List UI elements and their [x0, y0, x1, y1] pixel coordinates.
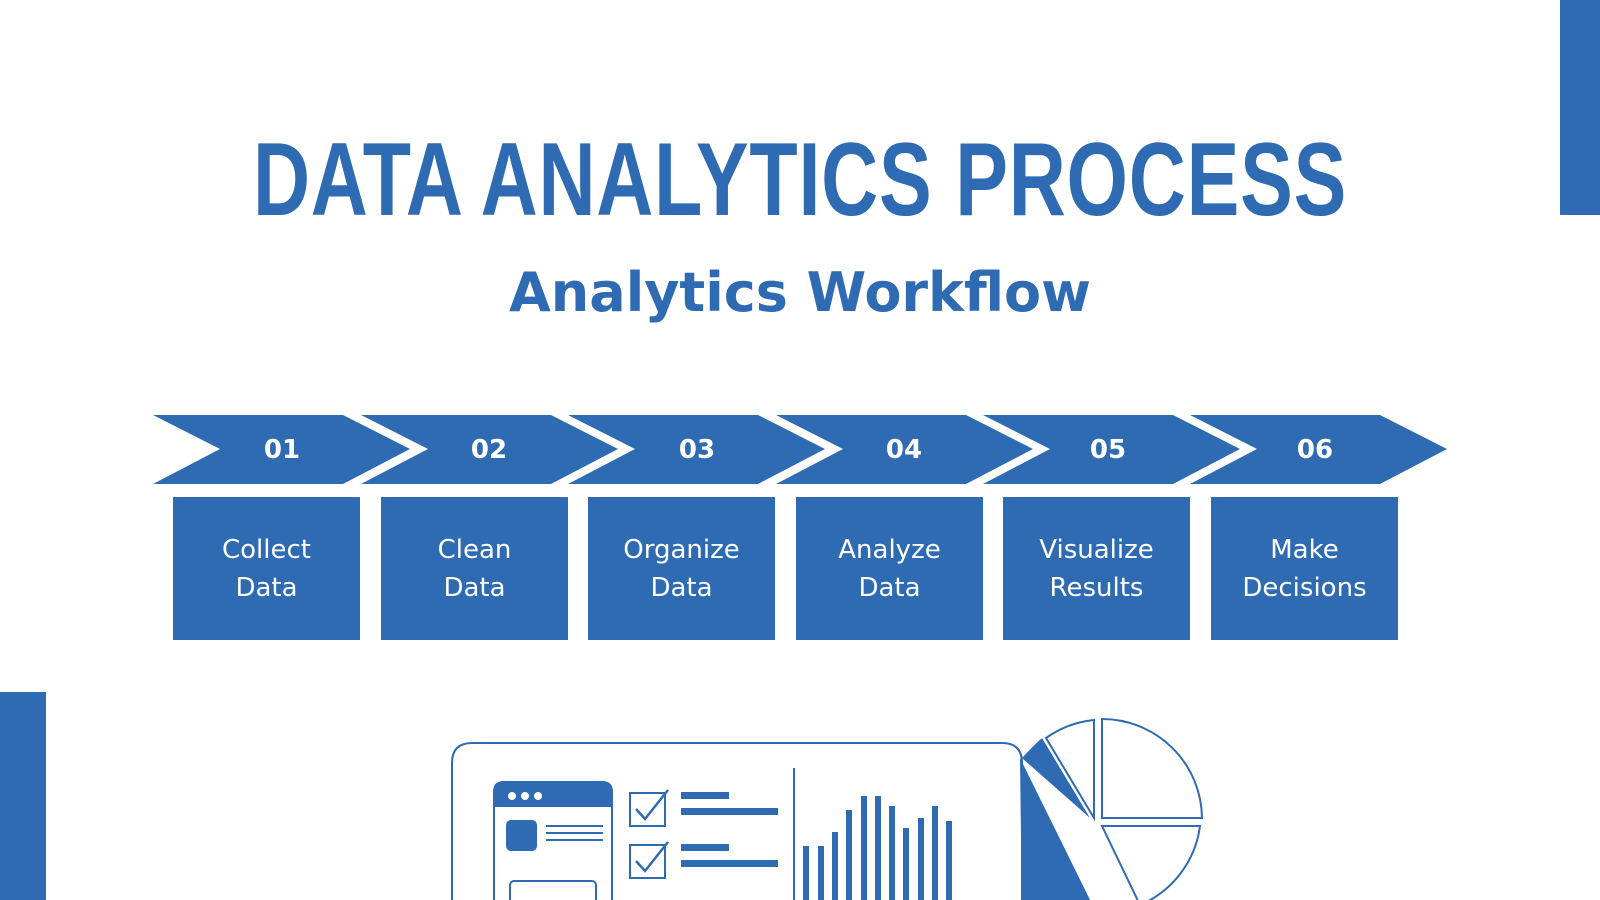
accent-bar-right	[1560, 0, 1600, 215]
bar-chart-icon	[793, 768, 952, 900]
step-box-3: Organize Data	[588, 497, 775, 640]
step-box-1: Collect Data	[173, 497, 360, 640]
step-label-5: Visualize Results	[1039, 534, 1154, 603]
step-arrow-6: 06	[1190, 415, 1447, 484]
step-arrow-3: 03	[568, 415, 825, 484]
step-arrow-4: 04	[776, 415, 1033, 484]
pie-chart-icon	[1020, 717, 1204, 900]
step-number-4: 04	[886, 435, 922, 465]
step-box-2: Clean Data	[381, 497, 568, 640]
step-box-4: Analyze Data	[796, 497, 983, 640]
step-label-6: Make Decisions	[1242, 534, 1367, 603]
step-number-3: 03	[679, 435, 715, 465]
step-label-1: Collect Data	[222, 534, 311, 603]
step-number-5: 05	[1090, 435, 1126, 465]
step-label-3: Organize Data	[623, 534, 740, 603]
step-arrow-1: 01	[153, 415, 410, 484]
step-arrow-2: 02	[361, 415, 618, 484]
step-box-5: Visualize Results	[1003, 497, 1190, 640]
checklist-icon	[629, 789, 778, 879]
step-number-2: 02	[471, 435, 507, 465]
step-label-2: Clean Data	[437, 534, 512, 603]
step-number-6: 06	[1297, 435, 1333, 465]
accent-bar-left	[0, 692, 46, 900]
process-arrows: 01 02 03 04 05 06	[153, 415, 1447, 484]
step-label-4: Analyze Data	[838, 534, 941, 603]
browser-window-icon	[493, 781, 613, 900]
page-subtitle: Analytics Workflow	[509, 261, 1091, 324]
step-number-1: 01	[264, 435, 300, 465]
step-arrow-5: 05	[983, 415, 1240, 484]
step-box-6: Make Decisions	[1211, 497, 1398, 640]
page-title: DATA ANALYTICS PROCESS	[252, 122, 1348, 238]
dashboard-frame	[451, 742, 1023, 900]
dashboard-illustration	[451, 717, 1204, 900]
